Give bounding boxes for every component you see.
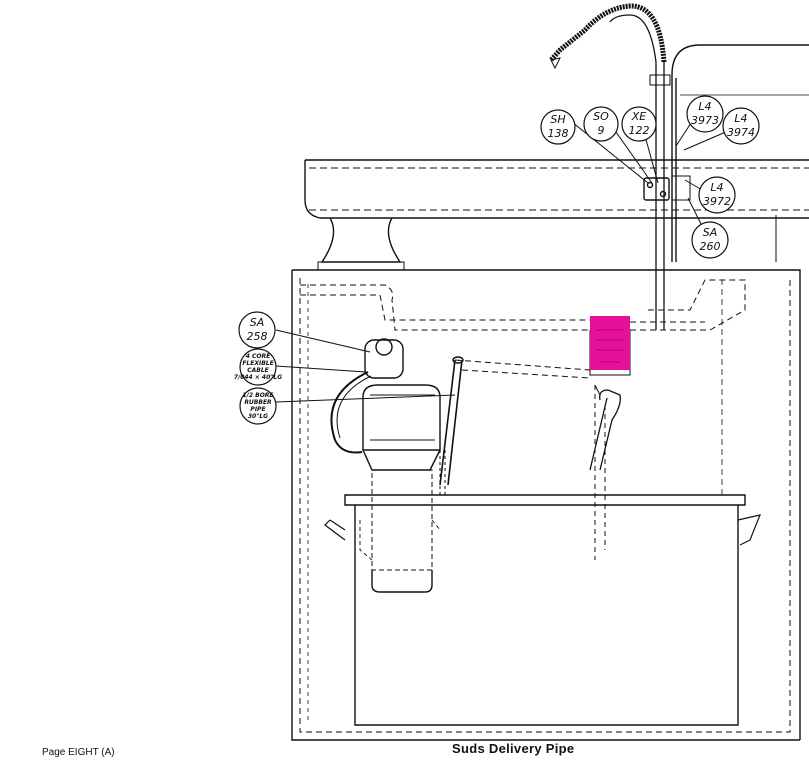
suds-delivery-fitting-highlight — [590, 316, 630, 370]
callout-so9-line1: SO — [593, 110, 609, 123]
callout-rubber-pipe-line4: 30"LG — [248, 413, 268, 420]
base-cabinet — [291, 269, 801, 741]
callout-flex-cable-line2: FLEXIBLE — [242, 360, 274, 367]
junction-box — [364, 339, 404, 379]
callout-rubber-pipe-line2: RUBBER — [244, 399, 272, 406]
suds-tank — [344, 494, 746, 506]
callout-l4-3972-line1: L4 — [710, 181, 723, 194]
callout-l4-3974-line1: L4 — [734, 112, 747, 125]
callout-flex-cable-line1: 4 CORE — [246, 353, 271, 360]
callout-l4-3973-line2: 3973 — [691, 114, 719, 127]
callout-l4-3972-line2: 3972 — [703, 195, 731, 208]
callout-sa260-line1: SA — [703, 226, 718, 239]
callout-sa258-line2: 258 — [247, 330, 268, 343]
callout-l4-3973-line1: L4 — [698, 100, 711, 113]
table-pedestal — [320, 217, 402, 263]
callout-flex-cable-line4: 7/044 × 40"LG — [234, 374, 282, 381]
callout-l4-3974: L4 3974 — [722, 107, 760, 145]
callout-l4-3974-line2: 3974 — [727, 126, 755, 139]
callout-sh138-line2: 138 — [548, 127, 569, 140]
callout-l4-3972: L4 3972 — [698, 176, 736, 214]
callout-sa258: SA 258 — [238, 311, 276, 349]
callout-flex-cable: 4 CORE FLEXIBLE CABLE 7/044 × 40"LG — [234, 348, 282, 386]
callout-xe122-line2: 122 — [629, 124, 650, 137]
diagram-caption: Suds Delivery Pipe — [452, 741, 575, 756]
callout-rubber-pipe: 1/2 BORE RUBBER PIPE 30"LG — [239, 387, 277, 425]
pump-motor — [362, 384, 441, 451]
callout-xe122: XE 122 — [621, 106, 657, 142]
callout-xe122-line1: XE — [631, 110, 647, 123]
return-channel — [300, 279, 746, 331]
flex-nozzle — [549, 3, 667, 63]
callout-sh138-line1: SH — [550, 113, 565, 126]
callout-flex-cable-line3: CABLE — [247, 367, 269, 374]
callout-so9: SO 9 — [583, 106, 619, 142]
callout-sh138: SH 138 — [540, 109, 576, 145]
machine-column — [671, 44, 809, 262]
callout-sa260: SA 260 — [691, 221, 729, 259]
flexible-cable — [330, 371, 369, 454]
callout-so9-line2: 9 — [598, 124, 605, 137]
rubber-pipe-line — [439, 359, 463, 486]
callout-rubber-pipe-line1: 1/2 BORE — [242, 392, 274, 399]
machine-table — [304, 159, 809, 219]
callout-sa260-line2: 260 — [700, 240, 721, 253]
page-label: Page EIGHT (A) — [42, 747, 115, 758]
callout-sa258-line1: SA — [250, 316, 265, 329]
leader-lines — [275, 114, 736, 403]
callout-rubber-pipe-line3: PIPE — [250, 406, 266, 413]
callout-l4-3973: L4 3973 — [686, 95, 724, 133]
